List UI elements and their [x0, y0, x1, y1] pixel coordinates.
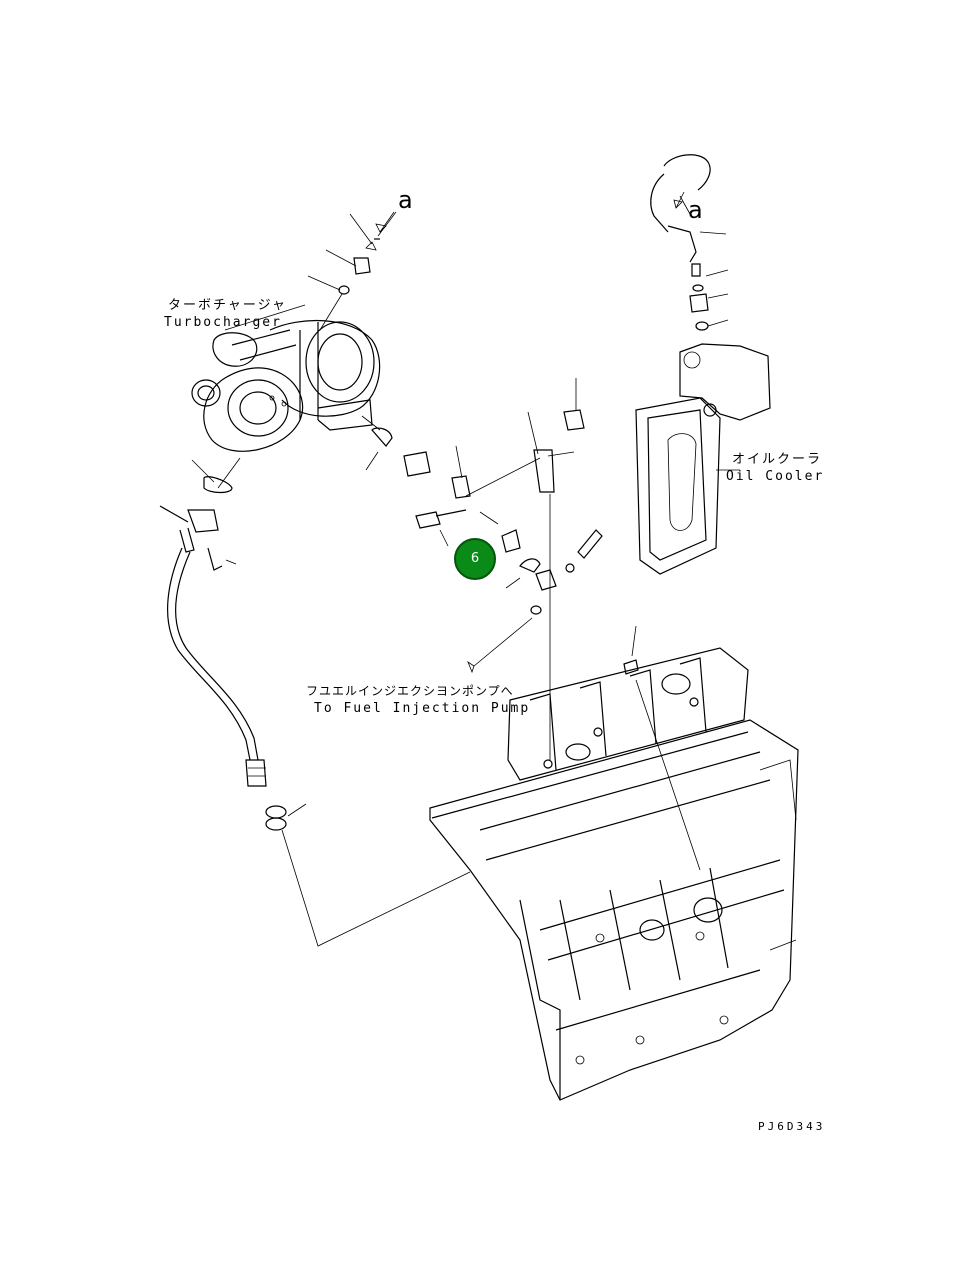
oil-cooler-label-jp: オイルクーラ [732, 452, 823, 467]
fuel-pump-label-jp: フユエルインジエクシヨンポンプへ [306, 684, 514, 698]
callout-arrows [375, 191, 685, 233]
callout-a-right: a [688, 196, 703, 224]
turbocharger-label-jp: ターボチャージャ [168, 298, 287, 313]
turbocharger-label-en: Turbocharger [164, 315, 282, 330]
engine-block-drawing [429, 625, 799, 1101]
part-6-hotspot[interactable]: 6 [454, 538, 496, 580]
drawing-number: PJ6D343 [758, 1120, 826, 1133]
oil-return-pipe [159, 505, 471, 947]
center-fittings [403, 378, 603, 760]
fuel-pump-label-en: To Fuel Injection Pump [314, 701, 531, 716]
turbo-leaders [191, 211, 397, 494]
oil-cooler-pipe [650, 154, 729, 331]
callout-a-left: a [398, 186, 413, 214]
oil-cooler-label-en: Oil Cooler [726, 469, 825, 484]
turbocharger-drawing [191, 304, 381, 452]
oil-cooler-drawing [635, 343, 771, 575]
